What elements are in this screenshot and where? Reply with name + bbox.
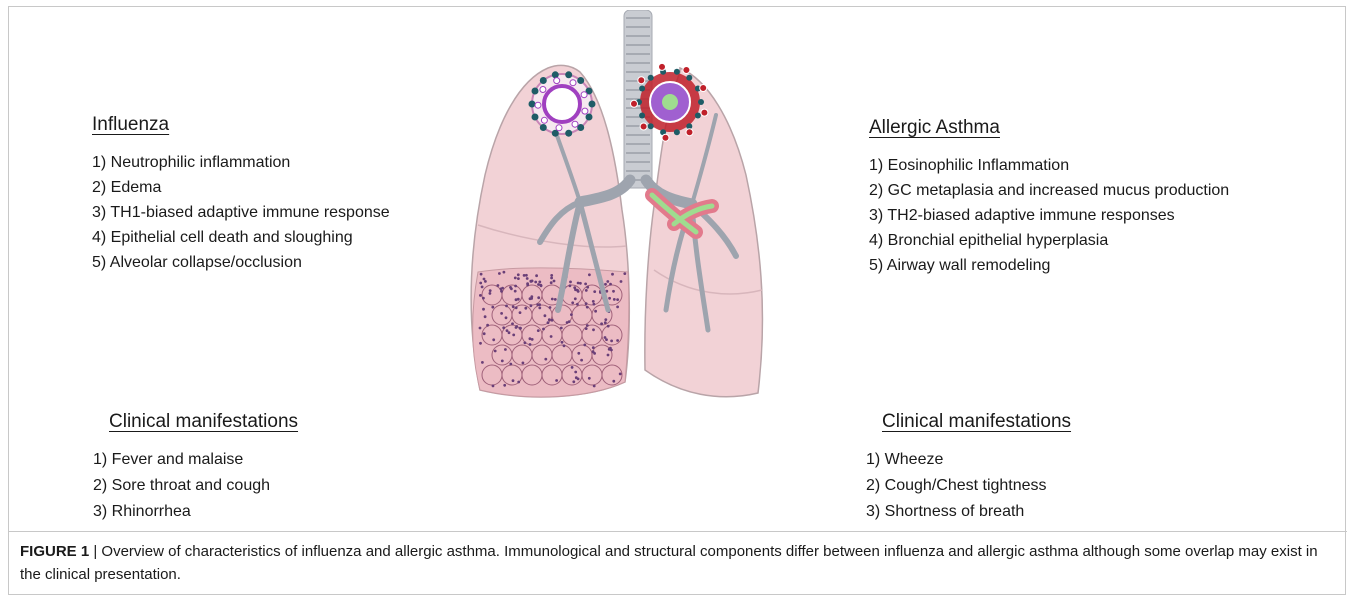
clinical-heading-left: Clinical manifestations — [109, 411, 298, 433]
clinical-list-right: 1) Wheeze 2) Cough/Chest tightness 3) Sh… — [866, 447, 1071, 525]
lungs-illustration — [440, 10, 780, 405]
list-item: 4) Bronchial epithelial hyperplasia — [869, 228, 1229, 253]
list-item: 2) Sore throat and cough — [93, 473, 298, 499]
influenza-heading: Influenza — [92, 114, 390, 136]
caption-text: Overview of characteristics of influenza… — [20, 543, 1318, 583]
influenza-panel: Influenza 1) Neutrophilic inflammation 2… — [92, 114, 390, 275]
allergic-asthma-heading: Allergic Asthma — [869, 117, 1229, 139]
list-item: 3) TH2-biased adaptive immune responses — [869, 203, 1229, 228]
list-item: 1) Wheeze — [866, 447, 1071, 473]
clinical-list-left: 1) Fever and malaise 2) Sore throat and … — [93, 447, 298, 525]
clinical-manifestations-influenza: Clinical manifestations 1) Fever and mal… — [109, 411, 298, 525]
clinical-manifestations-asthma: Clinical manifestations 1) Wheeze 2) Cou… — [882, 411, 1071, 525]
list-item: 2) GC metaplasia and increased mucus pro… — [869, 178, 1229, 203]
allergic-asthma-panel: Allergic Asthma 1) Eosinophilic Inflamma… — [869, 117, 1229, 278]
list-item: 4) Epithelial cell death and sloughing — [92, 225, 390, 250]
list-item: 5) Airway wall remodeling — [869, 253, 1229, 278]
list-item: 2) Edema — [92, 175, 390, 200]
clinical-heading-right: Clinical manifestations — [882, 411, 1071, 433]
caption-label: FIGURE 1 — [20, 543, 89, 560]
list-item: 5) Alveolar collapse/occlusion — [92, 250, 390, 275]
list-item: 3) Rhinorrhea — [93, 499, 298, 525]
caption-separator: | — [89, 543, 101, 560]
allergic-asthma-list: 1) Eosinophilic Inflammation 2) GC metap… — [869, 153, 1229, 278]
list-item: 3) TH1-biased adaptive immune response — [92, 200, 390, 225]
list-item: 2) Cough/Chest tightness — [866, 473, 1071, 499]
list-item: 1) Neutrophilic inflammation — [92, 150, 390, 175]
list-item: 3) Shortness of breath — [866, 499, 1071, 525]
list-item: 1) Eosinophilic Inflammation — [869, 153, 1229, 178]
influenza-list: 1) Neutrophilic inflammation 2) Edema 3)… — [92, 150, 390, 275]
list-item: 1) Fever and malaise — [93, 447, 298, 473]
figure-caption: FIGURE 1 | Overview of characteristics o… — [9, 531, 1347, 596]
